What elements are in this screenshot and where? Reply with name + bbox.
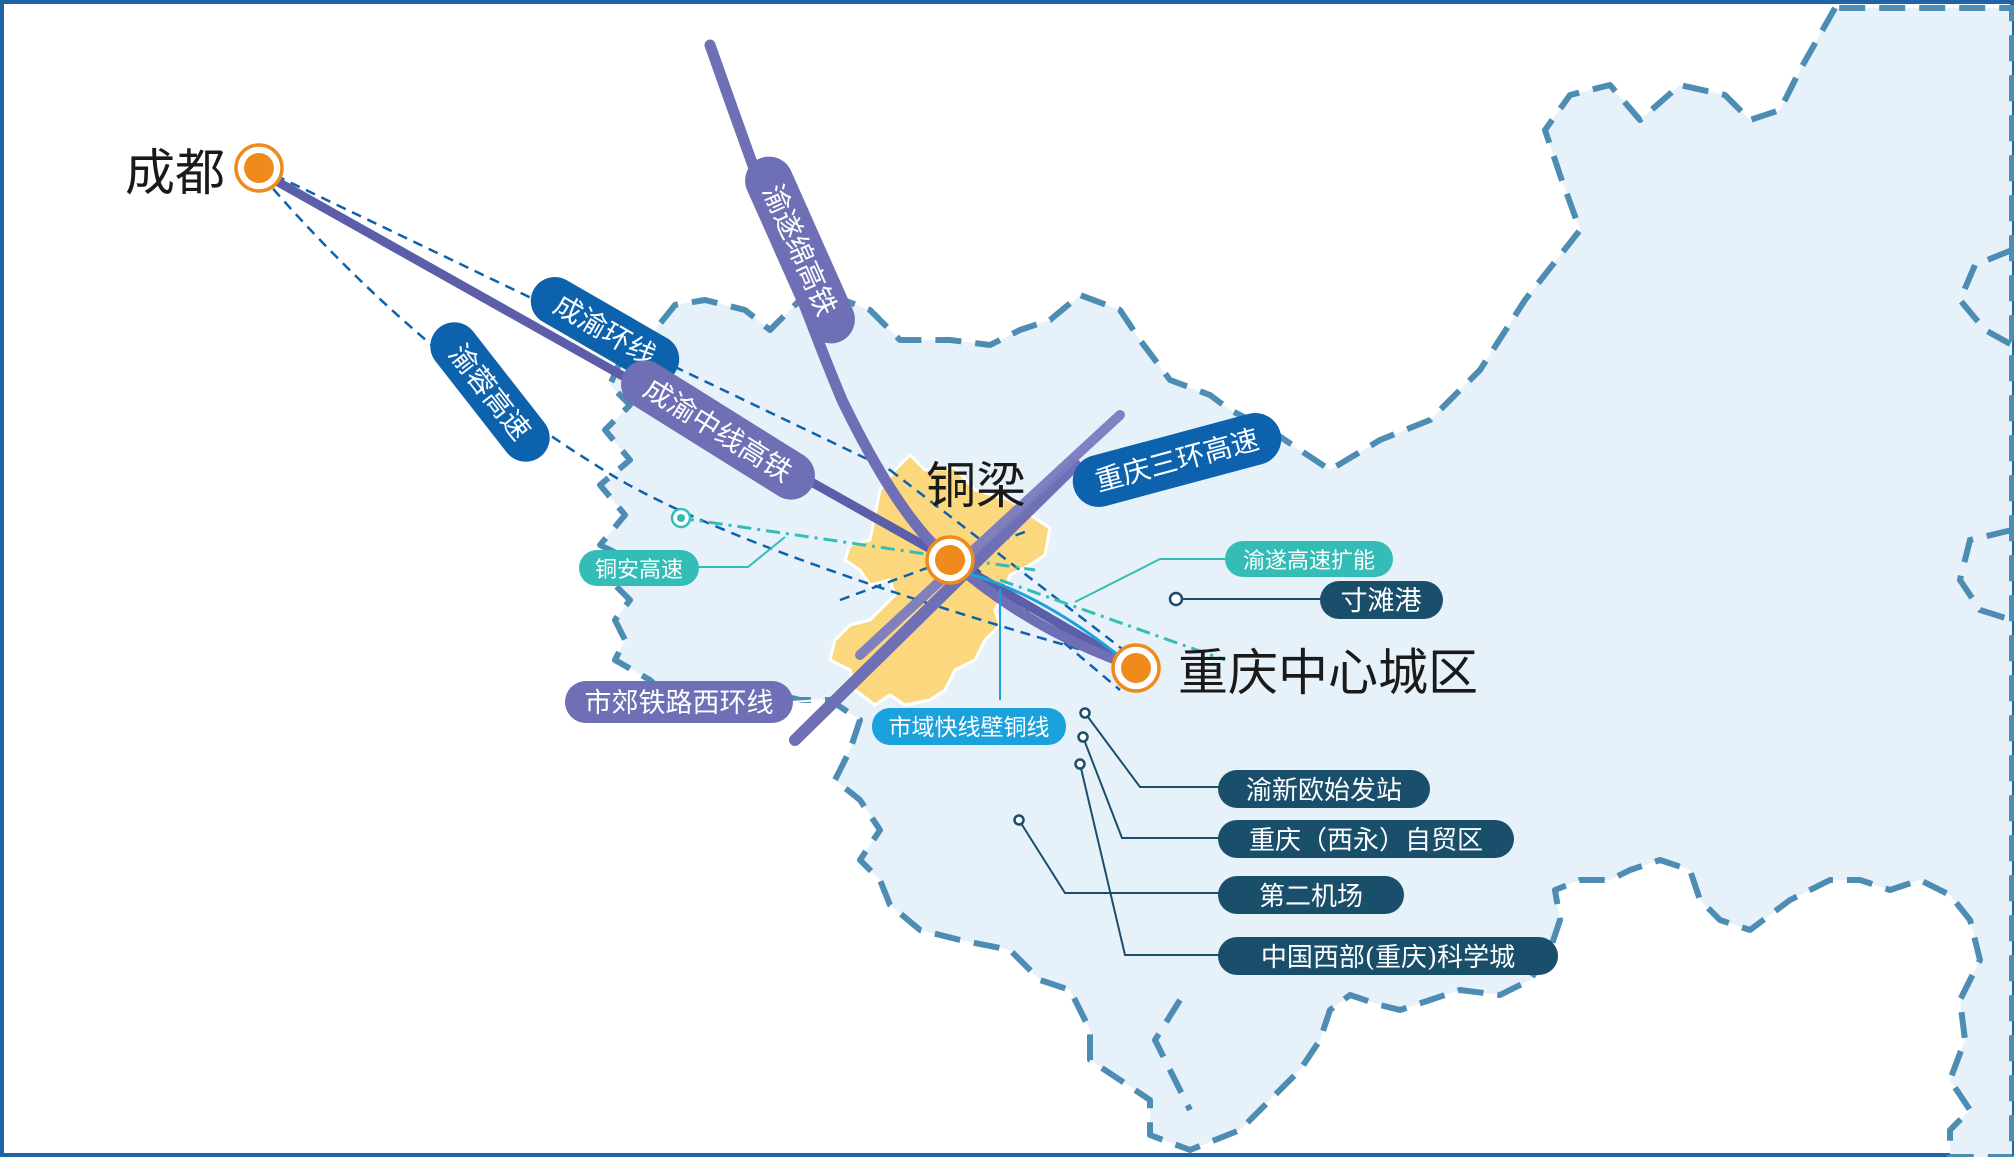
dot-tongan-start-inner: [677, 514, 685, 522]
dot-cuntan: [1168, 591, 1184, 607]
callouts: [690, 536, 1335, 956]
chengdu-label: 成都: [125, 144, 225, 202]
bitong-express-line: [954, 568, 1131, 667]
svg-text:第二机场: 第二机场: [1259, 882, 1363, 912]
svg-text:中国西部(重庆)科学城: 中国西部(重庆)科学城: [1261, 943, 1515, 973]
svg-text:市郊铁路西环线: 市郊铁路西环线: [585, 688, 774, 719]
label-cuntan-port: 寸滩港: [1320, 581, 1443, 619]
callout-dots: [670, 507, 1184, 826]
svg-text:渝遂高速扩能: 渝遂高速扩能: [1243, 549, 1375, 574]
callout-yuxinou: [1084, 712, 1222, 788]
label-bitong-express: 市域快线壁铜线: [872, 708, 1066, 745]
region-inner-boundary: [1956, 247, 2014, 348]
callout-xiyong: [1082, 736, 1222, 839]
label-science-city: 中国西部(重庆)科学城: [1218, 937, 1558, 975]
chongqing-third-ring-line: [855, 410, 1125, 660]
chengdu-node: [244, 153, 274, 183]
label-yuxinou-station: 渝新欧始发站: [1218, 770, 1430, 808]
dot-yuxinou: [1079, 707, 1091, 719]
region-inner-boundary-2: [1956, 527, 2013, 623]
callout-tongan: [690, 536, 786, 568]
tongliang-node: [935, 545, 965, 575]
tongliang-label: 铜梁: [926, 457, 1026, 515]
svg-text:渝新欧始发站: 渝新欧始发站: [1246, 776, 1402, 806]
label-suburban-west-ring: 市郊铁路西环线: [565, 681, 793, 723]
yusui-expansion-line: [999, 578, 1226, 662]
callout-airport: [1018, 819, 1222, 894]
chongqing-node: [1121, 653, 1151, 683]
label-xiyong-ftz: 重庆（西永）自贸区: [1218, 820, 1514, 858]
suburban-west-ring-line: [789, 459, 1081, 746]
chongqing-center-label: 重庆中心城区: [1178, 644, 1478, 702]
callout-yusui: [1074, 558, 1235, 603]
dot-xiyong: [1077, 731, 1089, 743]
svg-text:重庆（西永）自贸区: 重庆（西永）自贸区: [1249, 826, 1483, 856]
chengyu-middle-hsr-line: [257, 168, 955, 565]
label-tongan-expressway: 铜安高速: [579, 550, 699, 586]
label-second-airport: 第二机场: [1218, 876, 1404, 914]
svg-text:市域快线壁铜线: 市域快线壁铜线: [889, 715, 1050, 741]
chengyu-expressway-line: [945, 555, 1135, 670]
label-yusui-expansion: 渝遂高速扩能: [1225, 541, 1393, 577]
callout-westring: [789, 699, 824, 703]
region-inner-boundary-3: [1151, 998, 1193, 1112]
city-nodes: [234, 143, 1161, 693]
dot-science: [1074, 758, 1086, 770]
svg-text:铜安高速: 铜安高速: [595, 558, 683, 583]
svg-text:寸滩港: 寸滩港: [1341, 586, 1422, 617]
callout-science: [1079, 763, 1222, 956]
dot-airport: [1013, 814, 1025, 826]
